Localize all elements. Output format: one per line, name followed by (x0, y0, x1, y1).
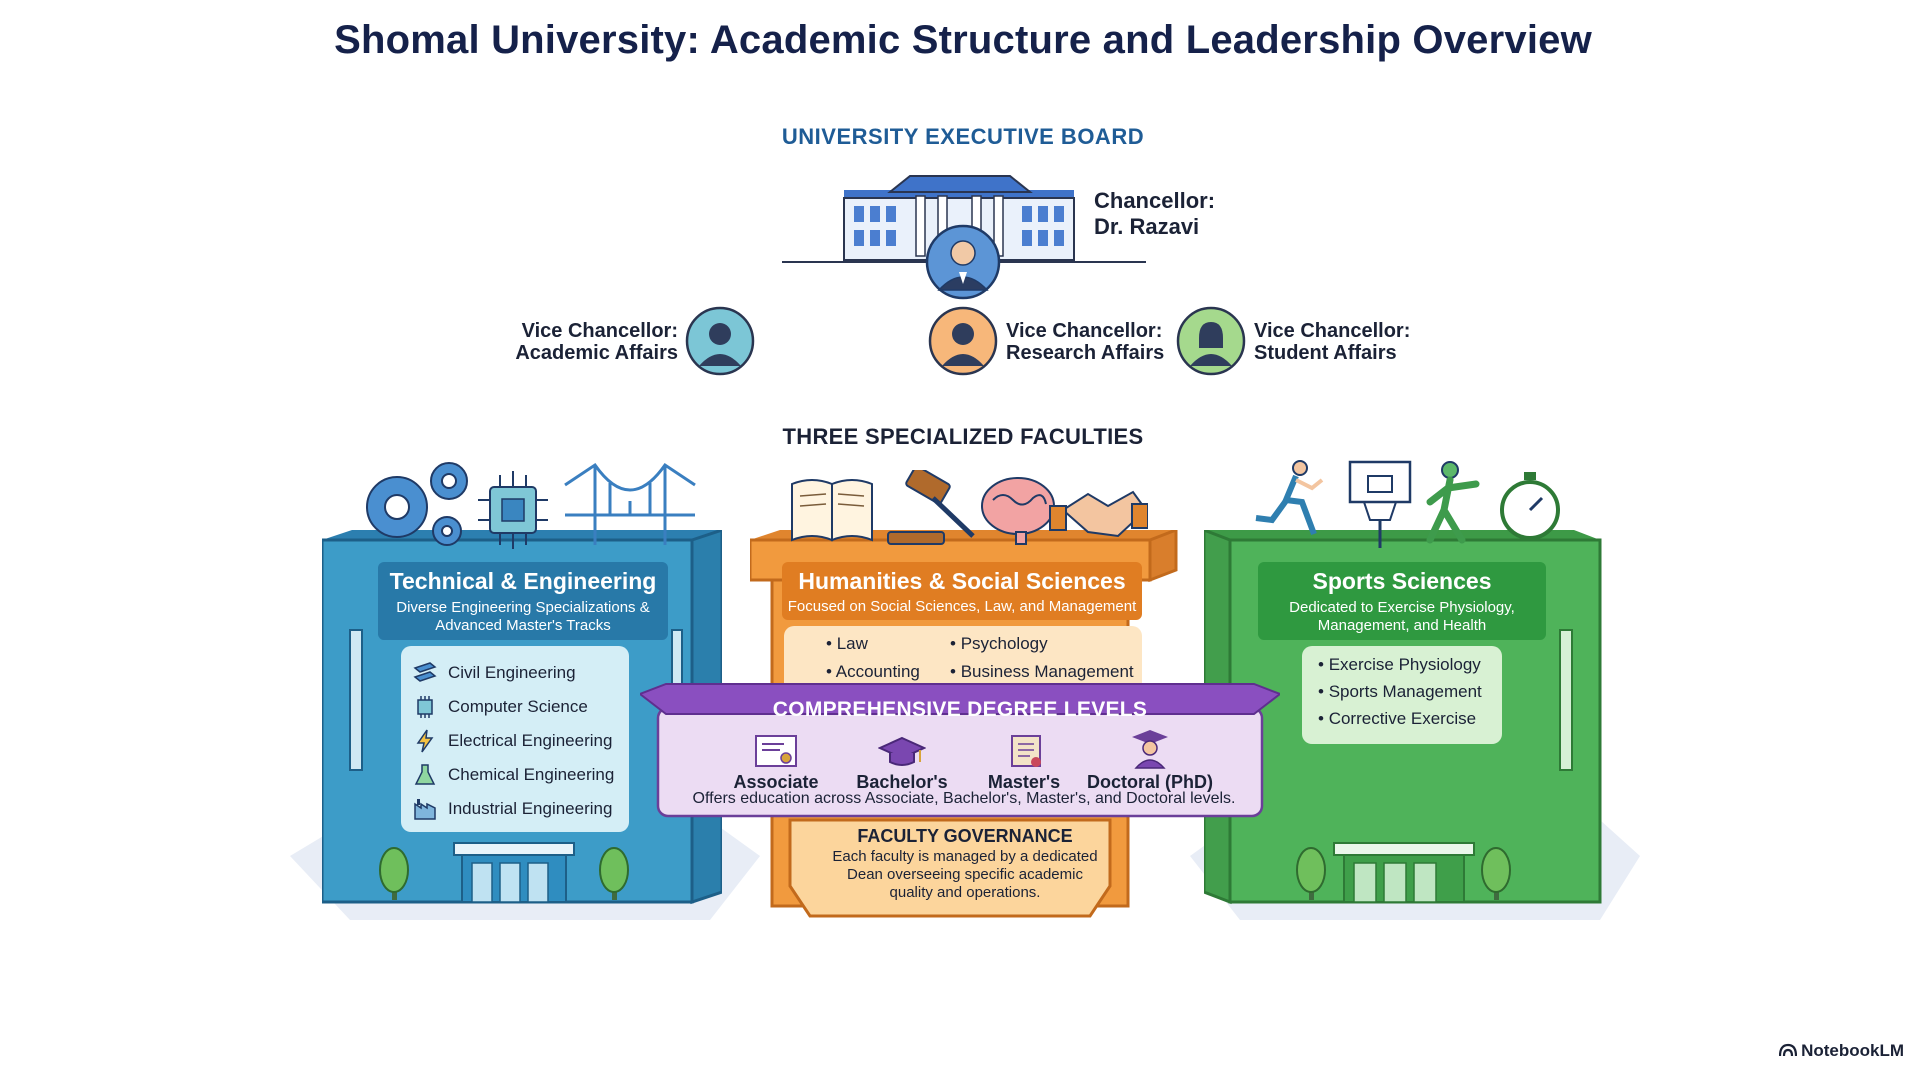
list-item: Chemical Engineering (412, 758, 614, 792)
vice-chancellor-research-avatar (928, 306, 998, 376)
graduate-icon (1132, 730, 1168, 769)
chip-icon (417, 696, 433, 718)
technical-faculty-header (378, 562, 668, 640)
governance-title: FACULTY GOVERNANCE (857, 826, 1073, 846)
degree-bachelors: Bachelor's (856, 772, 948, 792)
humanities-items-left: • Law • Accounting (826, 634, 920, 690)
notebooklm-logo-icon (1778, 1043, 1798, 1057)
notebooklm-watermark: NotebookLM (1778, 1041, 1904, 1061)
list-item: Electrical Engineering (412, 724, 614, 758)
humanities-items-right: • Psychology • Business Management (950, 634, 1134, 690)
brain-icon (981, 477, 1055, 545)
stopwatch-icon (1500, 472, 1560, 540)
chancellor-label: Chancellor: Dr. Razavi (1094, 188, 1215, 240)
technical-items-panel (401, 646, 629, 832)
list-item: • Corrective Exercise (1318, 709, 1477, 728)
governance-description: Each faculty is managed by a dedicated D… (832, 848, 1098, 901)
degree-description: Offers education across Associate, Bache… (692, 790, 1236, 807)
humanities-icons (791, 470, 1148, 545)
chancellor-name: Dr. Razavi (1094, 214, 1200, 239)
exercise-figure-icon (1426, 461, 1480, 544)
vice-chancellor-student-avatar (1176, 306, 1246, 376)
sports-icons (1255, 460, 1560, 548)
technical-faculty-subtitle: Diverse Engineering Specializations & Ad… (396, 599, 650, 634)
tree-icon (1481, 847, 1511, 900)
list-item: • Exercise Physiology (1318, 655, 1481, 674)
sports-faculty-title: Sports Sciences (1312, 568, 1492, 594)
list-item: Industrial Engineering (412, 792, 614, 826)
bridge-icon (564, 462, 696, 545)
technical-items-list: Civil Engineering Computer Science Elect… (412, 656, 614, 826)
degree-associate: Associate (733, 772, 819, 792)
vice-chancellor-academic-label: Vice Chancellor: Academic Affairs (515, 320, 678, 364)
vice-chancellor-academic-avatar (685, 306, 755, 376)
executive-board-label: UNIVERSITY EXECUTIVE BOARD (781, 124, 1145, 149)
humanities-faculty-subtitle: Focused on Social Sciences, Law, and Man… (787, 598, 1137, 615)
degree-masters: Master's (987, 772, 1061, 792)
list-item: • Business Management (950, 662, 1134, 681)
technical-faculty-title: Technical & Engineering (389, 568, 657, 594)
humanities-faculty-header (782, 562, 1142, 620)
basketball-hoop-icon (1348, 460, 1412, 548)
degree-levels-title: COMPREHENSIVE DEGREE LEVELS (772, 698, 1148, 721)
vice-chancellor-student-label: Vice Chancellor: Student Affairs (1254, 320, 1411, 364)
vice-chancellor-research-label: Vice Chancellor: Research Affairs (1006, 320, 1165, 364)
handshake-icon (1049, 490, 1148, 538)
list-item: Computer Science (412, 690, 614, 724)
list-item: • Psychology (950, 634, 1048, 653)
certificate-icon (755, 735, 797, 767)
chancellor-avatar (925, 224, 1001, 300)
lightning-icon (416, 729, 434, 753)
factory-icon (414, 799, 436, 820)
degree-doctoral: Doctoral (PhD) (1087, 772, 1213, 792)
flask-icon (414, 764, 436, 785)
sports-faculty-subtitle: Dedicated to Exercise Physiology, Manage… (1289, 599, 1515, 634)
tree-icon (599, 847, 629, 900)
book-icon (791, 479, 873, 542)
sports-items-list: • Exercise Physiology • Sports Managemen… (1318, 655, 1482, 736)
gear-icon (366, 462, 468, 546)
sports-faculty-header (1258, 562, 1546, 640)
list-item: • Sports Management (1318, 682, 1482, 701)
degree-levels-panel (640, 683, 1280, 818)
humanities-faculty-title: Humanities & Social Sciences (798, 568, 1126, 594)
list-item: • Law (826, 634, 868, 653)
tree-icon (1296, 847, 1326, 900)
circuit-board-icon (478, 471, 548, 549)
runner-icon (1255, 460, 1324, 536)
gavel-icon (887, 470, 975, 545)
beam-icon (413, 662, 437, 682)
graduation-cap-icon (878, 736, 926, 766)
scroll-icon (1011, 735, 1041, 767)
list-item: Civil Engineering (412, 656, 614, 690)
list-item: • Accounting (826, 662, 920, 681)
faculties-label: THREE SPECIALIZED FACULTIES (782, 424, 1144, 449)
chancellor-role: Chancellor: (1094, 188, 1216, 213)
tree-icon (379, 847, 409, 900)
page-title: Shomal University: Academic Structure an… (334, 18, 1592, 62)
sports-items-panel (1302, 646, 1502, 744)
engineering-icons (366, 462, 696, 549)
